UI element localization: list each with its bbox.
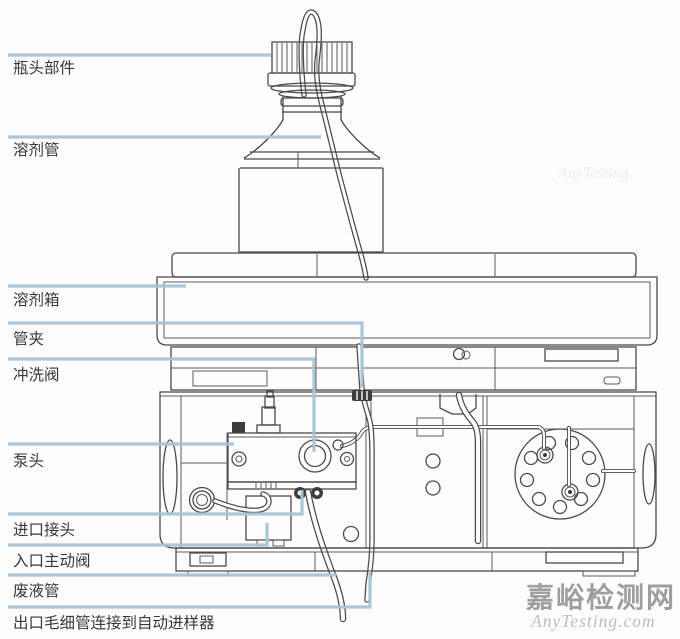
- label-bottle-head: 瓶头部件: [13, 59, 75, 77]
- label-pump-head: 泵头: [13, 452, 44, 470]
- disk-tube-fitting: [536, 446, 579, 501]
- pump-assembly: [188, 390, 357, 547]
- label-solvent-tube: 溶剂管: [13, 141, 60, 159]
- solvent-tube-upper-path: [298, 9, 369, 281]
- recessed-panel: [192, 370, 268, 387]
- label-solvent-tray: 溶剂箱: [13, 291, 60, 309]
- bottle-neck: [270, 82, 354, 120]
- base-panel: [175, 547, 639, 577]
- watermark: AnyTesting 嘉峪检测网 AnyTesting.com: [526, 165, 676, 631]
- leader-inlet-fitting: [8, 490, 304, 516]
- label-tube-clamp: 管夹: [13, 330, 44, 348]
- labels: 瓶头部件 溶剂管 溶剂箱 管夹 冲洗阀 泵头 进口接头 入口主动阀 废液管 出口…: [13, 59, 215, 632]
- solvent-bottle: [238, 9, 384, 281]
- outlet-tube-to-disk: [340, 425, 636, 487]
- leader-tube-clamp: [8, 321, 364, 387]
- label-waste-tube: 废液管: [13, 582, 60, 600]
- inlet-connector: [188, 486, 272, 514]
- outlet-capillary-path: [356, 343, 375, 603]
- base-slot: [545, 551, 624, 564]
- leader-purge-valve: [8, 357, 316, 452]
- label-purge-valve: 冲洗阀: [13, 366, 60, 384]
- bottle-cap: [267, 41, 356, 87]
- tube-clamp-part: [352, 390, 372, 401]
- small-slot: [603, 376, 621, 385]
- label-inlet-fitting: 进口接头: [13, 521, 75, 539]
- panel-hole: [425, 453, 441, 469]
- drive-disk: [514, 428, 606, 520]
- right-side-handle: [642, 443, 656, 505]
- foot: [582, 570, 636, 577]
- watermark-faint-top: AnyTesting: [557, 165, 629, 182]
- solvent-tray-lid: [171, 252, 637, 278]
- drain-port-fitting: [452, 347, 471, 361]
- panel-hole: [425, 480, 441, 496]
- leader-outlet-capillary: [8, 571, 372, 609]
- right-drain-tube: [439, 391, 482, 545]
- priming-valve: [256, 390, 281, 434]
- label-active-inlet-valve: 入口主动阀: [13, 552, 91, 570]
- leader-active-inlet-valve: [8, 523, 269, 547]
- watermark-site-name: 嘉峪检测网: [526, 581, 676, 614]
- waste-tube-path: [304, 488, 347, 623]
- pump-head-block: [227, 432, 357, 490]
- leader-lines: [8, 53, 372, 609]
- bottle-body: [238, 119, 384, 253]
- power-switch: [189, 552, 227, 567]
- panel-hole: [342, 525, 360, 543]
- solvent-box: [156, 276, 658, 346]
- pump-knob: [232, 422, 245, 433]
- watermark-site-url: AnyTesting.com: [530, 611, 656, 631]
- name-plate-slot: [544, 348, 619, 362]
- left-side-handle: [162, 439, 178, 515]
- main-chassis: [159, 391, 657, 549]
- label-outlet-capillary: 出口毛细管连接到自动进样器: [13, 614, 215, 632]
- top-panel: [170, 346, 637, 391]
